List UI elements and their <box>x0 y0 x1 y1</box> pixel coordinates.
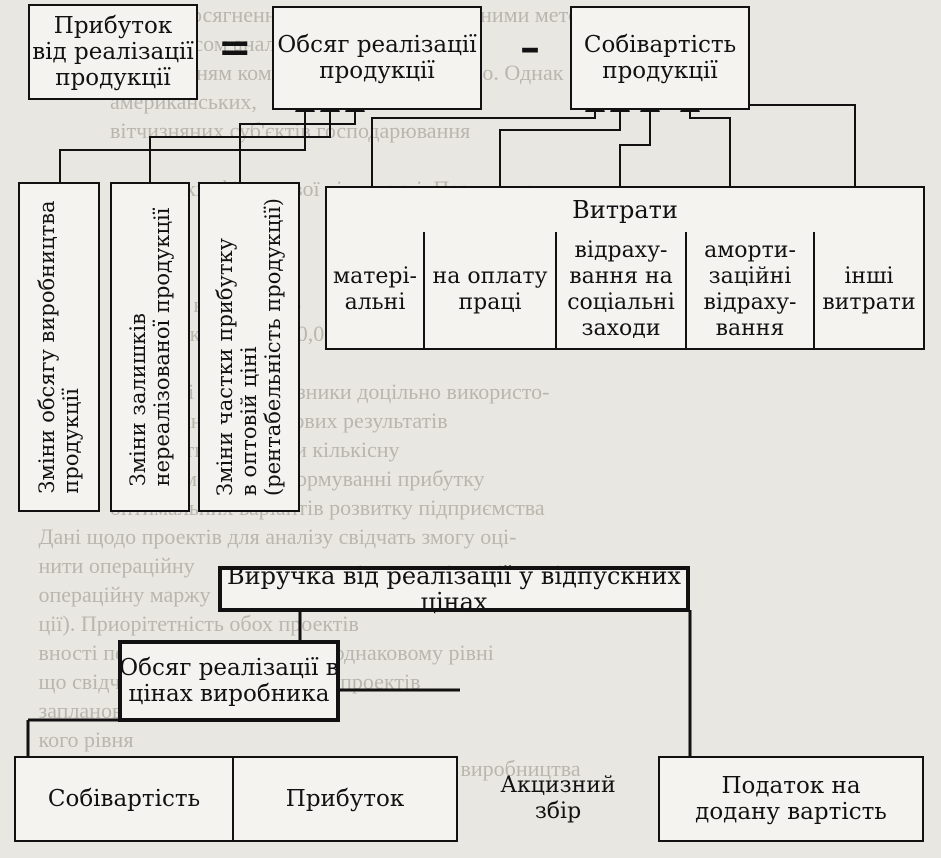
cost-box: Собівартість продукції <box>570 6 750 110</box>
profit-box: Прибуток від реалізації продукції <box>28 4 198 100</box>
factor-profit-share: Зміни частки прибутку в оптовій ціні (ре… <box>198 182 300 512</box>
factor-unsold-stock: Зміни залишків нереалізованої продукції <box>110 182 190 512</box>
expense-labor: на оплату праці <box>425 232 557 348</box>
bottom-parts-row: Собівартість Прибуток Акцизний збір Пода… <box>14 756 924 842</box>
expense-social: відраху- вання на соціальні заходи <box>557 232 687 348</box>
revenue-box: Виручка від реалізації у відпускних ціна… <box>218 563 690 615</box>
equals-sign: = <box>218 24 252 71</box>
expense-other: інші витрати <box>822 264 916 315</box>
expenses-title: Витрати <box>325 186 925 234</box>
expense-depreciation: аморти- заційні відраху- вання <box>687 232 815 348</box>
factor-production-volume: Зміни обсягу виробництва продукції <box>18 182 100 512</box>
part-profit: Прибуток <box>232 756 458 842</box>
minus-sign: – <box>520 24 540 71</box>
expenses-row: матері- альні на оплату праці відраху- в… <box>325 232 925 350</box>
sales-volume-box: Обсяг реалізації продукції <box>272 6 482 110</box>
part-excise: Акцизний збір <box>500 773 616 824</box>
producer-prices-box: Обсяг реалізації в цінах виробника <box>118 640 340 722</box>
part-vat: Податок на додану вартість <box>658 756 924 842</box>
part-cost: Собівартість <box>14 756 234 842</box>
expense-material: матері- альні <box>327 232 425 348</box>
